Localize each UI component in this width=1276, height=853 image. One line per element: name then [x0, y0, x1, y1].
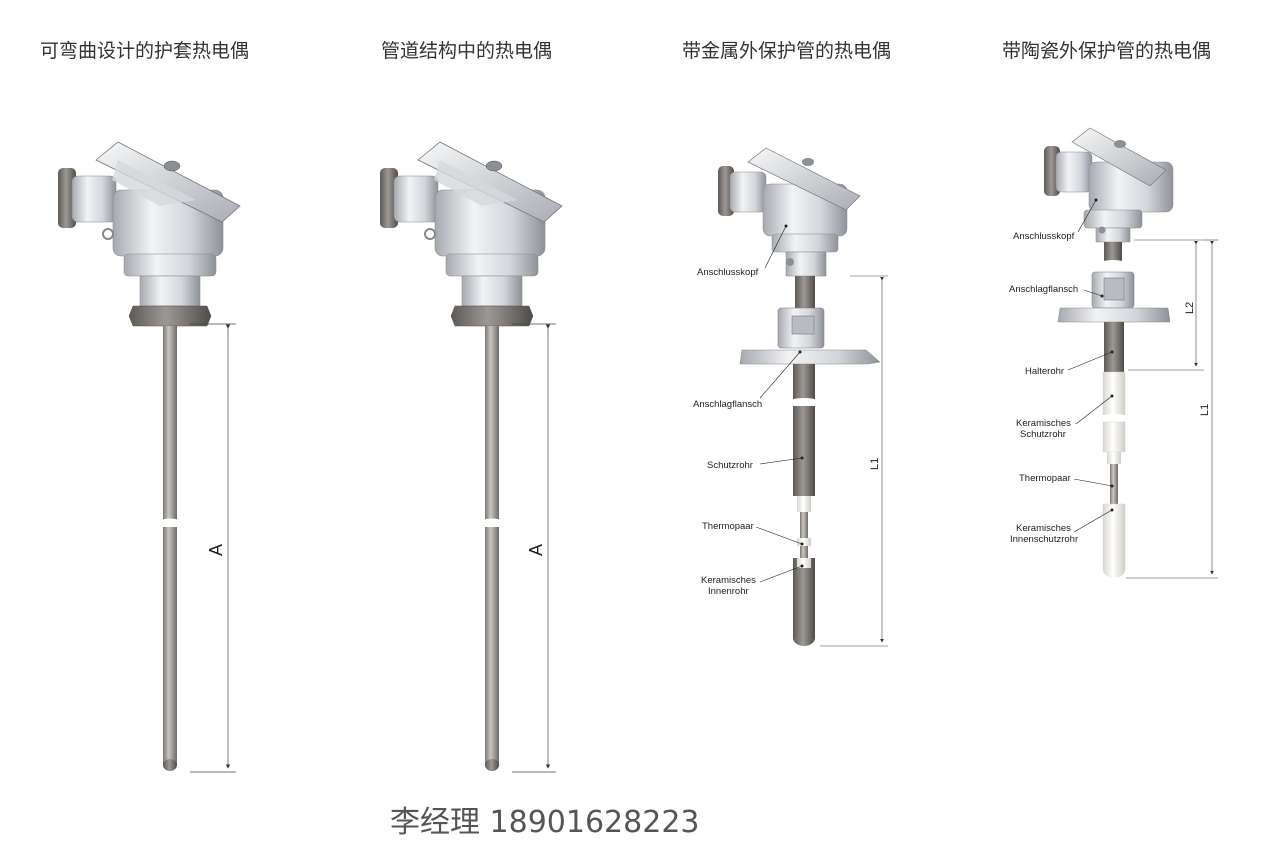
label-keramisches: Keramisches: [1016, 418, 1071, 429]
pipeline-thermocouple-drawing: A: [380, 141, 563, 773]
connection-head: [1044, 127, 1174, 243]
title-metal-tube-thermocouple: 带金属外保护管的热电偶: [682, 40, 892, 62]
label-schutzrohr: Schutzrohr: [707, 460, 753, 471]
dimension-l1-metal: L1: [820, 275, 888, 647]
dimension-a-pipeline: A: [512, 323, 556, 773]
bendable-thermocouple-drawing: A: [58, 141, 241, 773]
metal-tube-labels: Anschlusskopf Anschlagflansch Schutzrohr…: [693, 224, 804, 597]
dimension-l1-label: L1: [1199, 404, 1211, 416]
connection-head: [380, 141, 563, 327]
dimension-l2-ceramic: L2: [1128, 239, 1204, 371]
label-keramisches-inner: Keramisches: [1016, 523, 1071, 534]
label-thermopaar: Thermopaar: [702, 521, 754, 532]
title-bendable-thermocouple: 可弯曲设计的护套热电偶: [40, 40, 250, 62]
label-thermopaar: Thermopaar: [1019, 473, 1071, 484]
dimension-l1-ceramic: L1: [1126, 239, 1218, 579]
dimension-l1-label: L1: [869, 458, 881, 470]
sheath-rod: [480, 326, 504, 771]
label-anschlagflansch: Anschlagflansch: [693, 399, 762, 410]
label-innenschutzrohr: Innenschutzrohr: [1010, 534, 1078, 545]
ceramic-protection-tube: [1099, 371, 1129, 453]
title-ceramic-tube-thermocouple: 带陶瓷外保护管的热电偶: [1002, 40, 1212, 62]
holder-tube: [795, 276, 815, 310]
label-innenrohr: Innenrohr: [708, 586, 749, 597]
label-keramisches: Keramisches: [701, 575, 756, 586]
ceramic-inner-protection-tube: [1102, 503, 1126, 578]
holder-tube-upper: [1100, 242, 1126, 266]
stop-flange: [739, 307, 881, 365]
title-pipeline-thermocouple: 管道结构中的热电偶: [381, 40, 553, 62]
label-schutzrohr: Schutzrohr: [1020, 429, 1066, 440]
protection-tube: [789, 364, 819, 496]
dimension-l2-label: L2: [1184, 302, 1196, 314]
ceramic-tube-thermocouple-drawing: Anschlusskopf Anschlagflansch Halterohr …: [1009, 127, 1218, 579]
ceramic-tube-labels: Anschlusskopf Anschlagflansch Halterohr …: [1009, 198, 1114, 545]
dimension-a-bendable: A: [190, 323, 236, 773]
label-anschlusskopf: Anschlusskopf: [1013, 231, 1075, 242]
thermocouple-element: [1107, 452, 1121, 504]
dimension-a-label: A: [206, 544, 226, 556]
sheath-rod: [158, 326, 182, 771]
label-anschlagflansch: Anschlagflansch: [1009, 284, 1078, 295]
dimension-a-label: A: [526, 544, 546, 556]
contact-info: 李经理 18901628223: [390, 805, 700, 840]
stop-flange: [1057, 271, 1171, 323]
holder-tube: [1104, 322, 1124, 372]
connection-head: [718, 147, 861, 277]
thermocouple-element: [797, 496, 811, 558]
ceramic-inner-tube: [793, 558, 815, 646]
connection-head: [58, 141, 241, 327]
label-halterohr: Halterohr: [1025, 366, 1064, 377]
metal-tube-thermocouple-drawing: Anschlusskopf Anschlagflansch Schutzrohr…: [693, 147, 888, 647]
label-anschlusskopf: Anschlusskopf: [697, 267, 759, 278]
